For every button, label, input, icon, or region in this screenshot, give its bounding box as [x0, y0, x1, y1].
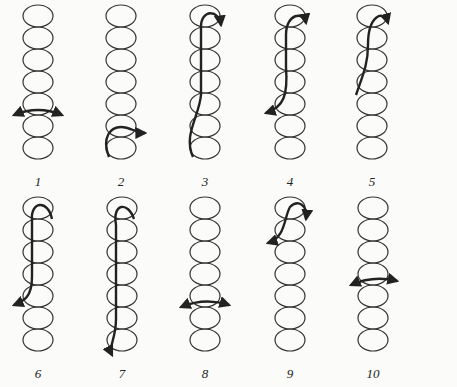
figure-number: 6 [35, 367, 42, 380]
thread-arrow [356, 16, 388, 95]
ring [190, 263, 220, 285]
ring [358, 241, 388, 263]
thread-arrow [181, 301, 229, 307]
thread-arrow [106, 127, 145, 157]
ring [190, 49, 220, 71]
ring [23, 241, 53, 263]
ring [106, 49, 136, 71]
ring [106, 27, 136, 49]
ring [358, 329, 388, 351]
ring [275, 115, 305, 137]
ring [23, 197, 53, 219]
ring [358, 197, 388, 219]
ring [190, 27, 220, 49]
thread-arrow [266, 16, 306, 113]
ring [190, 219, 220, 241]
ring [275, 241, 305, 263]
figure-number: 1 [35, 175, 42, 188]
figure-number: 10 [367, 367, 380, 380]
ring [358, 285, 388, 307]
figure-number: 5 [369, 175, 376, 188]
ring [106, 93, 136, 115]
thread-arrow [351, 279, 397, 285]
ring [357, 137, 387, 159]
ring [190, 307, 220, 329]
ring [275, 263, 305, 285]
ring [23, 115, 53, 137]
ring [190, 93, 220, 115]
figure-number: 2 [118, 175, 125, 188]
ring [23, 219, 53, 241]
thread-paths [14, 13, 397, 355]
ring [275, 219, 305, 241]
ring [190, 329, 220, 351]
thread-arrow [111, 207, 134, 355]
figure-number: 9 [287, 367, 294, 380]
ring [275, 329, 305, 351]
ring [357, 49, 387, 71]
ring [107, 241, 137, 263]
thread-arrow [268, 203, 306, 243]
ring [23, 137, 53, 159]
figure-number: 3 [202, 175, 209, 188]
ring [357, 115, 387, 137]
ring [358, 307, 388, 329]
ring [23, 49, 53, 71]
thread-arrow [14, 110, 62, 115]
thread-arrow [190, 13, 221, 157]
ring [107, 263, 137, 285]
ring [23, 71, 53, 93]
ring [275, 285, 305, 307]
figure-number: 7 [119, 367, 126, 380]
ring-columns [23, 5, 388, 351]
ring [106, 137, 136, 159]
ring [23, 329, 53, 351]
ring [23, 263, 53, 285]
ring [357, 27, 387, 49]
ring [275, 71, 305, 93]
ring [107, 285, 137, 307]
ring [358, 219, 388, 241]
figure-number: 8 [202, 367, 209, 380]
ring [275, 307, 305, 329]
ring [23, 27, 53, 49]
ring [357, 93, 387, 115]
ring [275, 27, 305, 49]
ring [275, 137, 305, 159]
ring [106, 5, 136, 27]
ring [107, 219, 137, 241]
ring [23, 307, 53, 329]
ring [275, 49, 305, 71]
ring [190, 71, 220, 93]
ring [190, 241, 220, 263]
ring [23, 5, 53, 27]
ring [107, 307, 137, 329]
ring [106, 71, 136, 93]
thread-arrow [14, 205, 52, 305]
figure-number: 4 [287, 175, 294, 188]
ring [190, 137, 220, 159]
ring [190, 197, 220, 219]
